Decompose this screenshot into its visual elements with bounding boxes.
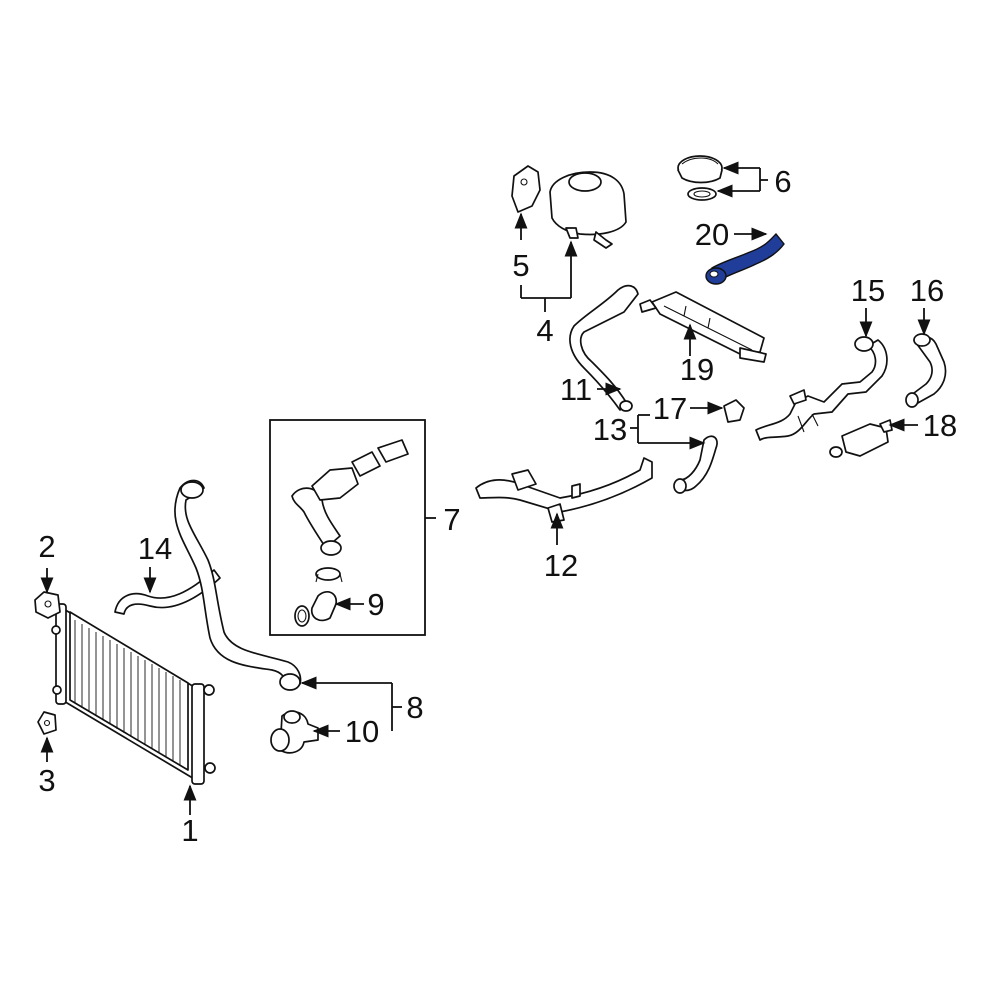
cap-seal-part[interactable] xyxy=(687,187,717,201)
callout-2: 2 xyxy=(38,529,55,564)
group-7-box xyxy=(269,419,426,636)
callout-10: 10 xyxy=(345,714,379,749)
callout-4: 4 xyxy=(536,313,553,348)
upper-mount-bracket-part[interactable] xyxy=(34,591,61,619)
callout-8: 8 xyxy=(406,690,423,725)
leader-lines xyxy=(40,161,931,815)
coolant-pipe-15-part[interactable] xyxy=(755,336,888,441)
callout-5: 5 xyxy=(512,248,529,283)
callout-labels: 1 2 3 4 5 6 7 8 9 10 11 12 13 14 15 16 1… xyxy=(38,164,957,848)
coolant-pipe-11-part[interactable] xyxy=(569,284,639,412)
callout-11: 11 xyxy=(560,372,592,407)
callout-15: 15 xyxy=(851,273,885,308)
coolant-pipe-bracket-12-part[interactable] xyxy=(475,457,653,523)
highlighted-coolant-hose-part[interactable] xyxy=(705,232,785,285)
thermostat-elbow-part[interactable] xyxy=(294,591,337,627)
fitting-17-part[interactable] xyxy=(723,399,745,423)
expansion-tank-part[interactable] xyxy=(549,171,627,249)
callout-13: 13 xyxy=(593,412,627,447)
upper-radiator-hose-part[interactable] xyxy=(174,479,302,691)
callout-7: 7 xyxy=(443,502,460,537)
callout-6: 6 xyxy=(774,164,791,199)
tank-bracket-part[interactable] xyxy=(511,165,541,213)
tank-cap-part[interactable] xyxy=(677,155,723,184)
coolant-pipe-manifold-part[interactable] xyxy=(639,291,767,363)
callout-17: 17 xyxy=(653,391,687,426)
valve-18-part[interactable] xyxy=(829,419,893,458)
callout-3: 3 xyxy=(38,763,55,798)
group-7-thermostat-housing-part[interactable] xyxy=(311,439,409,501)
hose-13-part[interactable] xyxy=(673,435,718,494)
callout-14: 14 xyxy=(138,531,172,566)
callout-9: 9 xyxy=(367,587,384,622)
radiator-fins xyxy=(74,620,181,765)
callout-19: 19 xyxy=(680,352,714,387)
group-7-clamp-part[interactable] xyxy=(315,567,343,583)
callout-18: 18 xyxy=(923,408,957,443)
box-group-7 xyxy=(269,419,426,636)
hose-16-part[interactable] xyxy=(905,333,947,408)
callout-20: 20 xyxy=(695,217,729,252)
callout-16: 16 xyxy=(910,273,944,308)
lower-hose-connector-part[interactable] xyxy=(270,710,319,754)
radiator-part[interactable] xyxy=(51,603,216,785)
bypass-hose-part[interactable] xyxy=(114,569,221,615)
callout-1: 1 xyxy=(181,813,198,848)
callout-12: 12 xyxy=(544,548,578,583)
lower-mount-bracket-part[interactable] xyxy=(37,711,57,735)
